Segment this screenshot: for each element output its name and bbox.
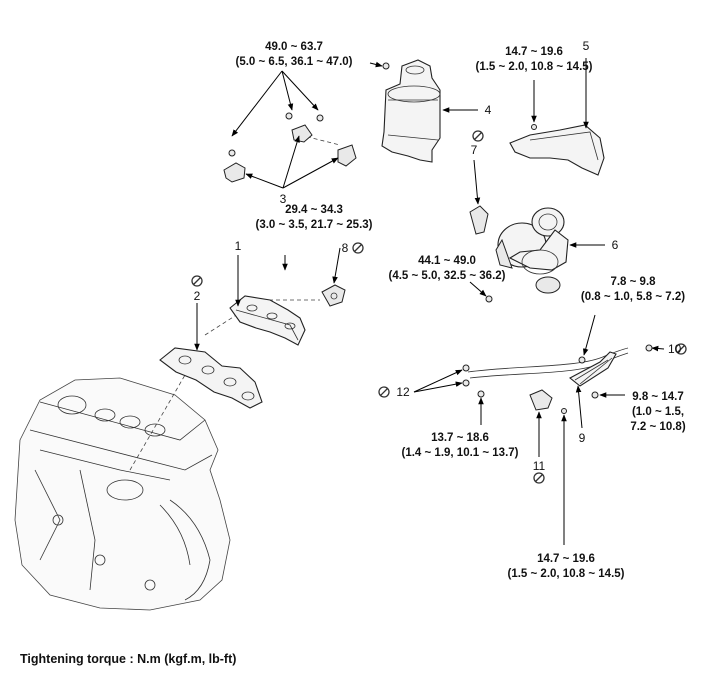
- torque-label: 44.1 ~ 49.0(4.5 ~ 5.0, 32.5 ~ 36.2): [389, 255, 506, 282]
- callout-3: 3: [280, 192, 287, 206]
- turbo-heat-shield: [509, 124, 605, 176]
- exhaust-manifold-gasket: [159, 347, 263, 409]
- callout-6: 6: [612, 238, 619, 252]
- callout-11: 11: [533, 459, 546, 473]
- turbo-stud-gasket: [469, 205, 489, 235]
- catalytic-converter: [381, 59, 441, 163]
- callout-7: 7: [471, 143, 478, 157]
- exhaust-manifold: [229, 295, 306, 346]
- torque-label: 49.0 ~ 63.7(5.0 ~ 6.5, 36.1 ~ 47.0): [236, 41, 353, 68]
- heat-protector-brackets: [223, 62, 390, 183]
- callout-5: 5: [583, 39, 590, 53]
- tightening-torque-legend: Tightening torque : N.m (kgf.m, lb-ft): [20, 652, 237, 666]
- torque-label: 13.7 ~ 18.6(1.4 ~ 1.9, 10.1 ~ 13.7): [402, 432, 519, 459]
- prohibited-circle-icon: [472, 130, 484, 142]
- prohibited-circle-icon: [378, 386, 390, 398]
- callout-12: 12: [396, 385, 410, 399]
- turbocharger: [485, 207, 569, 303]
- oil-feed-and-return-pipes: [462, 344, 653, 414]
- torque-label: 9.8 ~ 14.7(1.0 ~ 1.5,7.2 ~ 10.8): [630, 391, 685, 433]
- torque-label: 7.8 ~ 9.8(0.8 ~ 1.0, 5.8 ~ 7.2): [581, 276, 685, 303]
- turbo-gasket: [321, 284, 346, 307]
- callout-8: 8: [342, 241, 349, 255]
- prohibited-circle-icon: [352, 242, 364, 254]
- torque-label: 14.7 ~ 19.6(1.5 ~ 2.0, 10.8 ~ 14.5): [508, 553, 625, 580]
- callout-10: 10: [668, 342, 682, 356]
- prohibited-circle-icon: [191, 275, 203, 287]
- torque-label: 14.7 ~ 19.6(1.5 ~ 2.0, 10.8 ~ 14.5): [476, 46, 593, 73]
- torque-label: 29.4 ~ 34.3(3.0 ~ 3.5, 21.7 ~ 25.3): [256, 204, 373, 231]
- callout-4: 4: [485, 103, 492, 117]
- engine-block: [14, 377, 231, 611]
- callout-2: 2: [194, 289, 201, 303]
- prohibited-circle-icon: [533, 472, 545, 484]
- callout-9: 9: [579, 431, 586, 445]
- callout-1: 1: [235, 239, 242, 253]
